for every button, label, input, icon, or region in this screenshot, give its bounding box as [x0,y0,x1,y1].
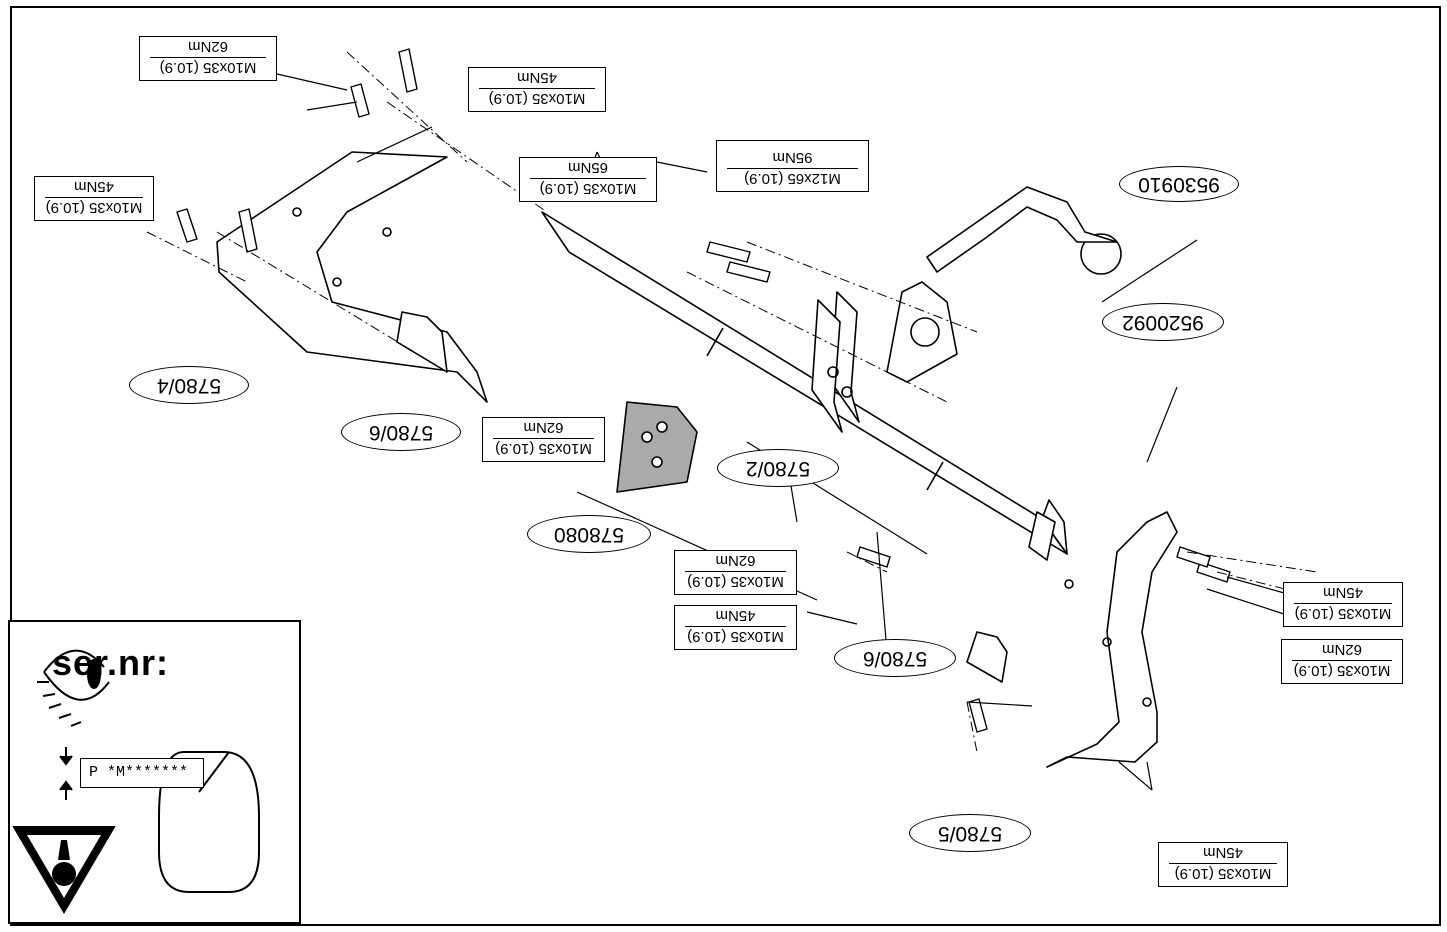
part-number: 5780/6 [368,421,434,444]
bolt-spec-label: M10x35 (10.9) 45Nm [674,605,797,650]
legend-graphics [12,649,260,914]
bolt-spec-label: M10x35 (10.9) 62Nm [139,36,277,81]
serial-number-label: ser.nr: [51,642,169,683]
torque-text: 45Nm [1203,844,1244,861]
torque-text: 62Nm [715,552,756,569]
bolt-spec-label: M10x35 (10.9) 62Nm [482,417,605,462]
bolt-size-text: M10x35 (10.9) [1292,660,1392,679]
bolt-spec-label: M10x35 (10.9) 45Nm [468,67,606,112]
part-number-oval: 9530910 [1119,166,1239,202]
part-number-oval: 578080 [527,515,651,553]
spacer-plate-578080 [616,401,698,493]
center-bracket-plates [811,291,860,433]
torque-text: 62Nm [188,38,229,55]
part-number-oval: 5780/2 [717,449,839,487]
bolt-size-text: M10x35 (10.9) [493,438,594,457]
part-number: 578080 [553,523,625,546]
torque-text: 62Nm [1322,641,1363,658]
serial-number-legend: ser.nr: P *M******* [8,620,301,924]
bolt-size-text: M10x35 (10.9) [1169,863,1277,882]
main-crossbar-5780-2 [541,211,1068,561]
arrow-up-icon [59,747,73,766]
torque-text: 45Nm [517,69,558,86]
torque-text: 45Nm [1323,584,1364,601]
torque-text: 45Nm [715,607,756,624]
bolt-spec-label: M10x35 (10.9) 65Nm [519,157,657,202]
bolt-size-text: M12x65 (10.9) [727,168,858,187]
arrow-down-icon [59,780,73,800]
bolt-size-text: M10x35 (10.9) [1294,603,1392,622]
part-number: 5780/4 [156,374,222,397]
part-number-oval: 5780/4 [129,366,249,404]
bolt-size-text: M10x35 (10.9) [45,197,143,216]
bolt-spec-label: M10x35 (10.9) 62Nm [674,550,797,595]
serial-number-plate: P *M******* [80,758,204,788]
torque-text: 45Nm [74,178,115,195]
part-number: 9520092 [1122,311,1204,334]
bolt-size-text: M10x35 (10.9) [685,571,786,590]
bolt-size-text: M10x35 (10.9) [530,178,646,197]
torque-text: 65Nm [568,159,609,176]
bolt-size-text: M10x35 (10.9) [479,88,595,107]
bolt-spec-label: M12x65 (10.9) 95Nm [716,140,869,192]
eye-icon [37,649,110,727]
part-number-oval: 5780/6 [341,413,461,451]
part-number: 5780/2 [745,457,811,480]
towball-9530910 [926,186,1122,275]
part-number: 9530910 [1138,173,1220,196]
bolt-size-text: M10x35 (10.9) [685,626,786,645]
bolt-spec-label: M10x35 (10.9) 45Nm [1283,582,1403,627]
bolts [176,48,1231,733]
bolt-spec-label: M10x35 (10.9) 45Nm [34,176,154,221]
socket-plate-9520092 [886,281,958,383]
part-number: 5780/5 [937,822,1003,845]
part-number-oval: 9520092 [1102,303,1224,341]
side-arm-left [1046,511,1178,768]
torque-text: 95Nm [772,149,813,166]
bolt-size-text: M10x35 (10.9) [150,57,266,76]
bolt-spec-label: M10x35 (10.9) 62Nm [1281,639,1403,684]
bolt-spec-label: M10x35 (10.9) 45Nm [1158,842,1288,887]
part-number: 5780/6 [862,647,928,670]
speech-bubble-icon [158,751,260,893]
angle-bracket-5780-6-b [966,631,1008,683]
torque-text: 62Nm [523,419,564,436]
part-number-oval: 5780/5 [909,814,1031,852]
part-number-oval: 5780/6 [834,639,956,677]
